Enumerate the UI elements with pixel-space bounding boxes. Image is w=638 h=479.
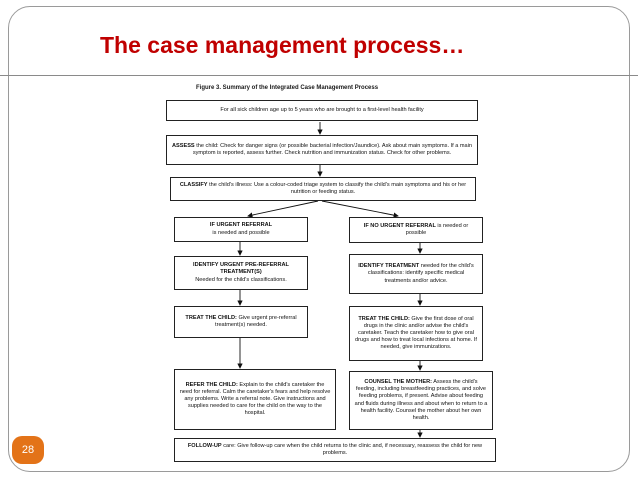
counsel-keyword: COUNSEL THE MOTHER: — [364, 379, 433, 386]
slide-title: The case management process… — [100, 32, 465, 58]
page-number-badge: 28 — [12, 436, 44, 464]
box-follow-up: FOLLOW-UP care: Give follow-up care when… — [174, 438, 496, 462]
identify-urgent-text: Needed for the child's classifications. — [195, 276, 287, 283]
box-classify: CLASSIFY the child's illness: Use a colo… — [170, 177, 476, 201]
identify-keyword: IDENTIFY TREATMENT — [358, 263, 420, 270]
title-divider — [0, 75, 638, 76]
no-urgent-text: is needed or possible — [405, 222, 469, 236]
box-identify-treatment: IDENTIFY TREATMENT needed for the child'… — [349, 254, 483, 294]
urgent-text: is needed and possible — [212, 229, 270, 236]
assess-text: the child: Check for danger signs (or po… — [192, 142, 473, 156]
refer-text: Explain to the child's caretaker the nee… — [179, 381, 331, 417]
treat-urgent-keyword: TREAT THE CHILD: — [185, 314, 237, 321]
followup-text: care: Give follow-up care when the child… — [221, 442, 483, 456]
box-assess: ASSESS the child: Check for danger signs… — [166, 135, 478, 165]
identify-urgent-keyword: IDENTIFY URGENT PRE-REFERRAL TREATMENT(S… — [193, 262, 289, 276]
counsel-text: Assess the child's feeding, including br… — [354, 379, 488, 421]
classify-text: the child's illness: Use a colour-coded … — [207, 181, 467, 195]
box-no-urgent-referral: IF NO URGENT REFERRAL is needed or possi… — [349, 217, 483, 243]
figure-caption: Figure 3. Summary of the Integrated Case… — [196, 85, 379, 91]
no-urgent-keyword: IF NO URGENT REFERRAL — [363, 222, 436, 229]
box-urgent-referral: IF URGENT REFERRAL is needed and possibl… — [174, 217, 308, 242]
classify-keyword: CLASSIFY — [179, 181, 208, 188]
box-identify-urgent: IDENTIFY URGENT PRE-REFERRAL TREATMENT(S… — [174, 256, 308, 290]
box-refer-child: REFER THE CHILD: Explain to the child's … — [174, 369, 336, 430]
treat-keyword: TREAT THE CHILD: — [358, 315, 410, 322]
treat-urgent-text: Give urgent pre-referral treatment(s) ne… — [215, 314, 297, 328]
assess-keyword: ASSESS — [171, 142, 195, 149]
box-counsel-mother: COUNSEL THE MOTHER: Assess the child's f… — [349, 371, 493, 430]
slide-frame — [8, 6, 630, 472]
treat-text: Give the first dose of oral drugs in the… — [355, 315, 477, 351]
followup-keyword: FOLLOW-UP — [187, 442, 222, 449]
refer-keyword: REFER THE CHILD: — [185, 381, 238, 388]
identify-text: needed for the child's classifications: … — [367, 263, 474, 284]
urgent-keyword: IF URGENT REFERRAL — [209, 222, 273, 229]
box-intro: For all sick children age up to 5 years … — [166, 100, 478, 121]
box-treat-child: TREAT THE CHILD: Give the first dose of … — [349, 306, 483, 361]
box-treat-urgent: TREAT THE CHILD: Give urgent pre-referra… — [174, 306, 308, 338]
